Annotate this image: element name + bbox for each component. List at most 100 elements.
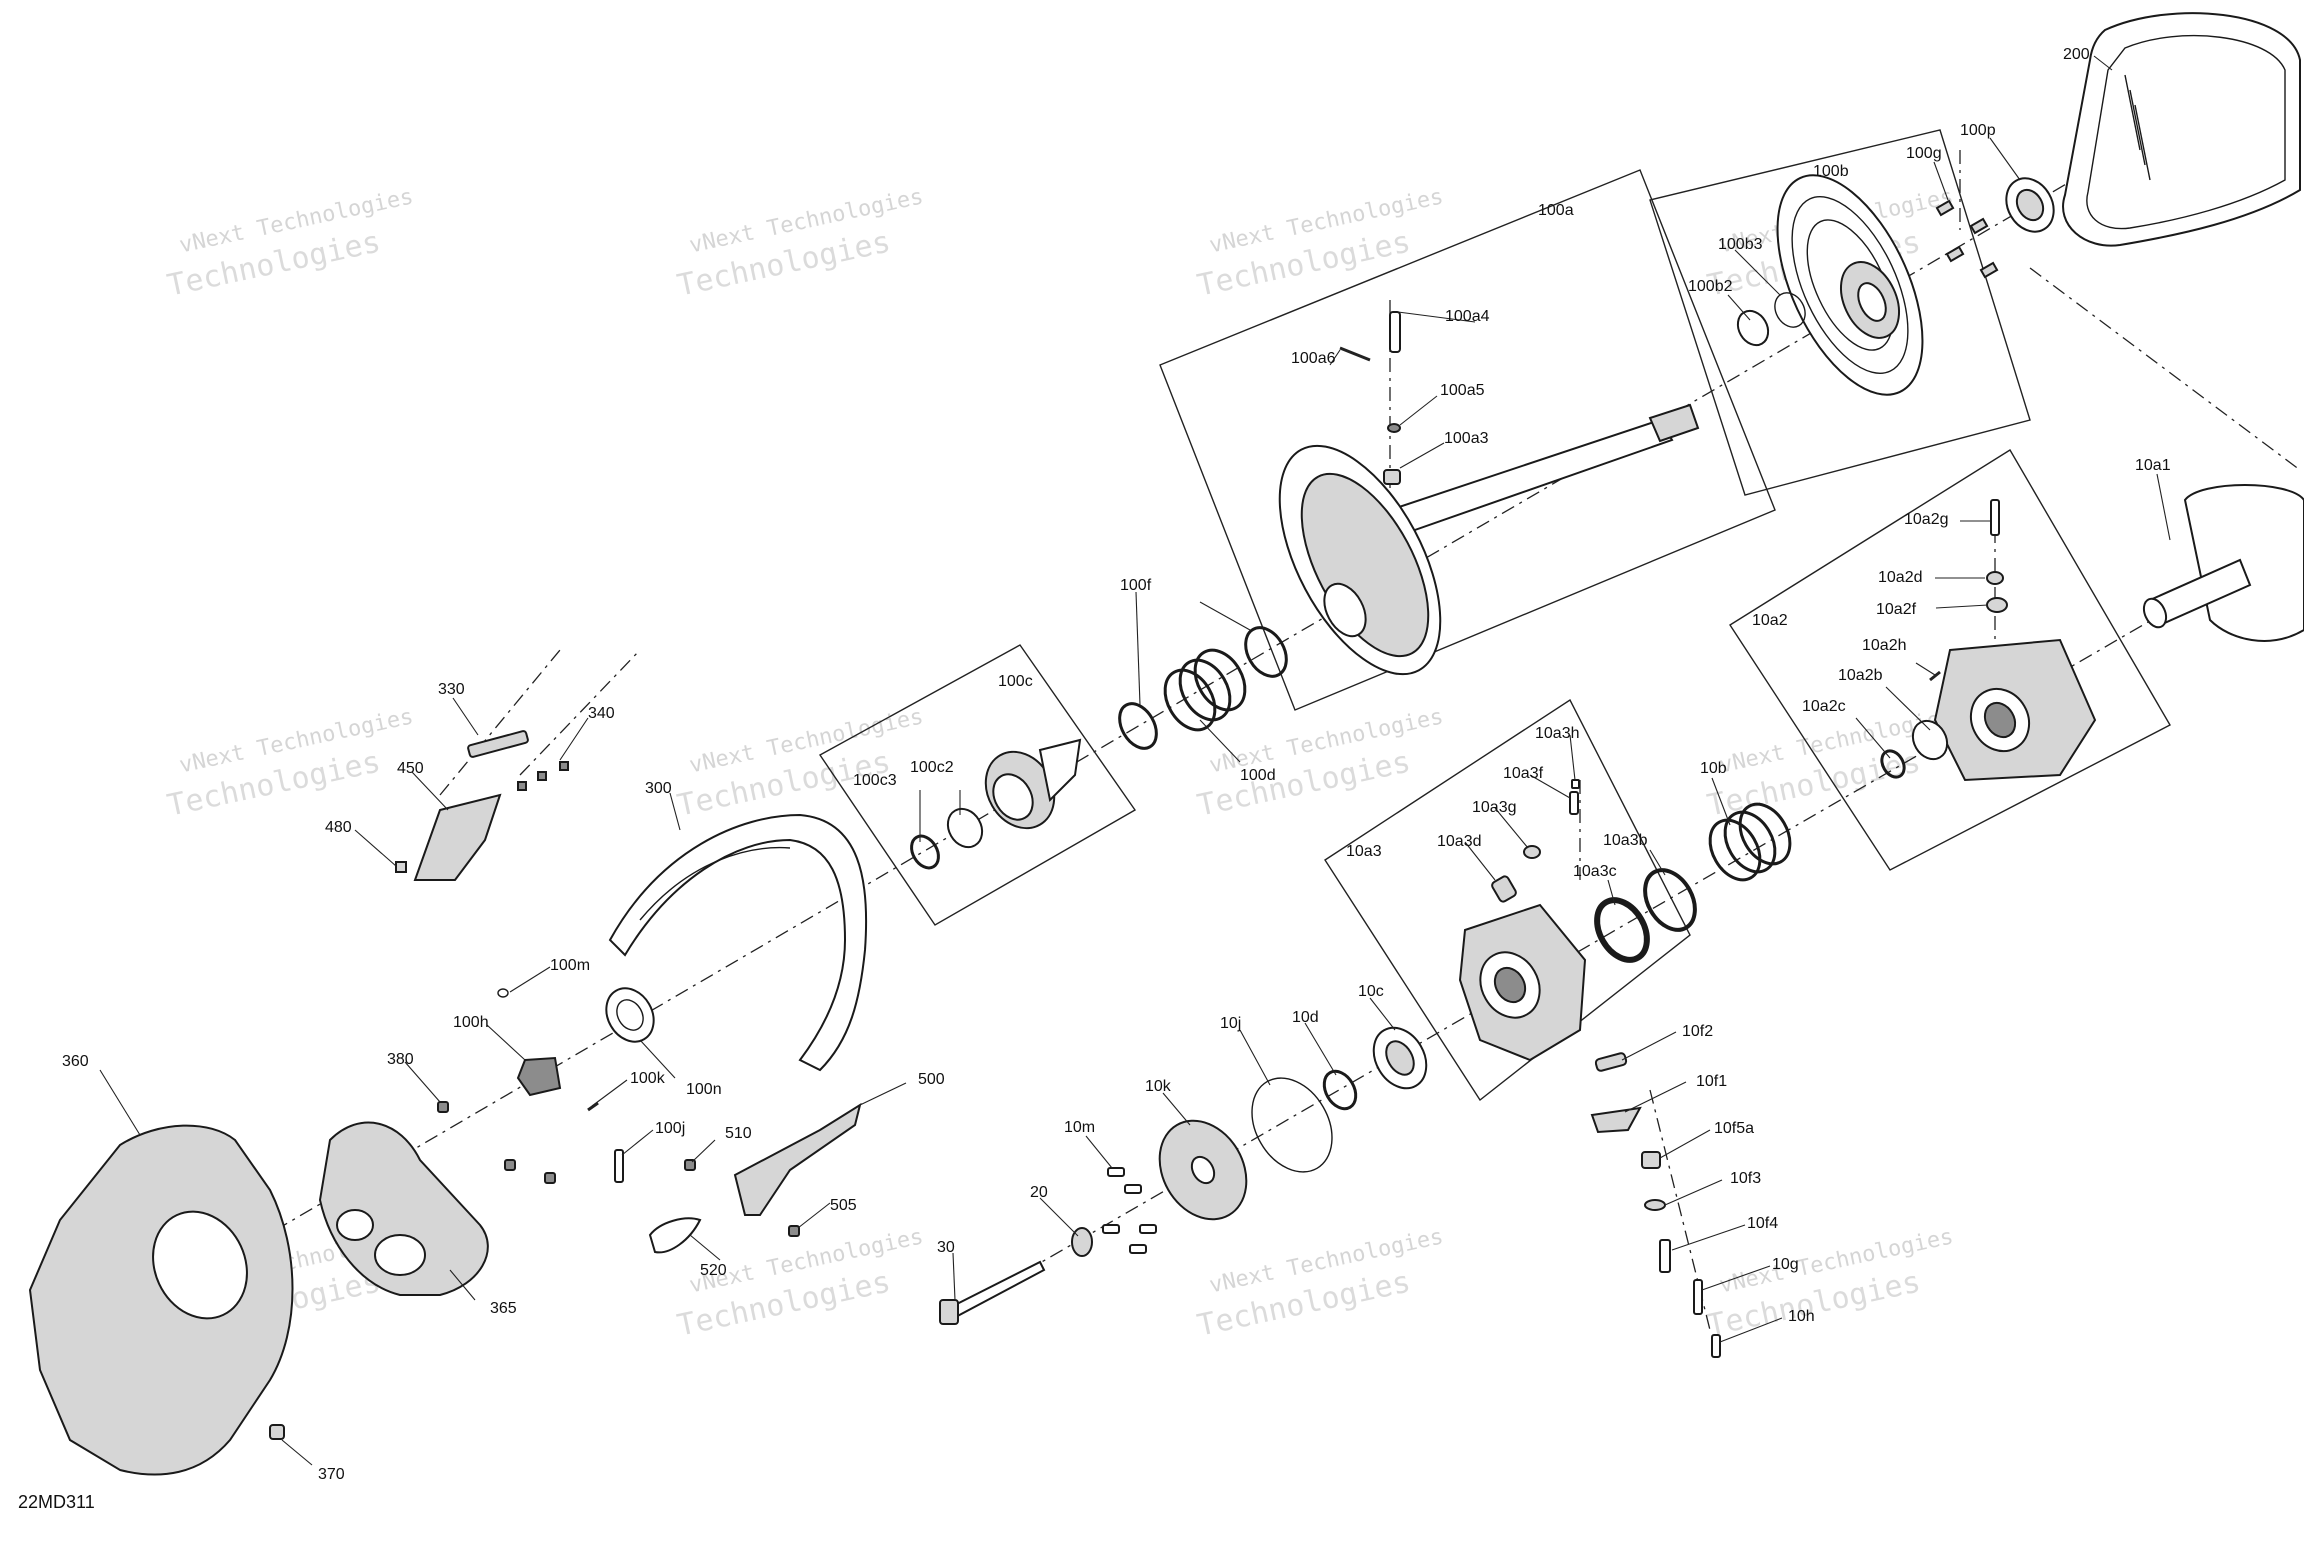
label-340: 340 bbox=[588, 705, 615, 722]
label-30: 30 bbox=[937, 1239, 955, 1256]
label-10a2h: 10a2h bbox=[1862, 637, 1907, 654]
seal-10c bbox=[1372, 1026, 1428, 1090]
screw-100a4 bbox=[1389, 311, 1401, 353]
label-10f1: 10f1 bbox=[1696, 1073, 1727, 1090]
bracket-500 bbox=[733, 1102, 862, 1216]
label-10g: 10g bbox=[1772, 1256, 1799, 1273]
label-10m: 10m bbox=[1064, 1119, 1095, 1136]
bushing-100c2 bbox=[946, 807, 984, 849]
label-100a3: 100a3 bbox=[1444, 430, 1489, 447]
label-10j: 10j bbox=[1220, 1015, 1241, 1032]
diagram-code: 22MD311 bbox=[18, 1492, 95, 1512]
label-450: 450 bbox=[397, 760, 424, 777]
ring-10d bbox=[1322, 1069, 1358, 1111]
pin-100k bbox=[587, 1101, 599, 1112]
label-10a3: 10a3 bbox=[1346, 843, 1382, 860]
label-10h: 10h bbox=[1788, 1308, 1815, 1325]
label-100j: 100j bbox=[655, 1120, 685, 1137]
label-100d: 100d bbox=[1240, 767, 1276, 784]
group-box-100b bbox=[1649, 129, 2031, 496]
label-100a5: 100a5 bbox=[1440, 382, 1485, 399]
ring-100c3 bbox=[910, 834, 940, 870]
pin-10g bbox=[1693, 1279, 1703, 1315]
screws-housing bbox=[504, 1159, 556, 1184]
nut-505 bbox=[788, 1225, 800, 1237]
label-10b: 10b bbox=[1700, 760, 1727, 777]
spring-10a3f bbox=[1569, 791, 1579, 815]
label-10a2: 10a2 bbox=[1752, 612, 1788, 629]
cam-100c bbox=[984, 738, 1082, 830]
label-10a3d: 10a3d bbox=[1437, 833, 1482, 850]
arm-10f1 bbox=[1590, 1106, 1642, 1134]
bracket-450 bbox=[413, 793, 502, 881]
drive-belt bbox=[2062, 12, 2301, 247]
belt-transfer-line bbox=[2029, 267, 2301, 471]
label-100b3: 100b3 bbox=[1718, 236, 1763, 253]
label-100f: 100f bbox=[1120, 577, 1152, 594]
group-boxes bbox=[818, 129, 2171, 1102]
label-10a3h: 10a3h bbox=[1535, 725, 1580, 742]
label-100c3: 100c3 bbox=[853, 772, 897, 789]
label-10k: 10k bbox=[1145, 1078, 1172, 1095]
label-10a2b: 10a2b bbox=[1838, 667, 1883, 684]
gasket-10j bbox=[1251, 1077, 1333, 1173]
washer-10f3 bbox=[1644, 1199, 1666, 1211]
label-100m: 100m bbox=[550, 957, 590, 974]
label-100b2: 100b2 bbox=[1688, 278, 1733, 295]
screw-10a3h bbox=[1571, 779, 1580, 789]
label-380: 380 bbox=[387, 1051, 414, 1068]
washer-20 bbox=[1071, 1227, 1093, 1257]
label-10f4: 10f4 bbox=[1747, 1215, 1778, 1232]
bolt-30 bbox=[939, 1260, 1046, 1325]
spring-100d bbox=[1163, 648, 1247, 732]
label-10a2c: 10a2c bbox=[1802, 698, 1846, 715]
label-10f3: 10f3 bbox=[1730, 1170, 1761, 1187]
label-510: 510 bbox=[725, 1125, 752, 1142]
label-360: 360 bbox=[62, 1053, 89, 1070]
group-box-10a3 bbox=[1324, 698, 1691, 1102]
ring-10a2c bbox=[1880, 749, 1906, 779]
label-10a3b: 10a3b bbox=[1603, 832, 1648, 849]
ring-100m bbox=[497, 988, 509, 998]
arm-10f2 bbox=[1594, 1052, 1628, 1072]
bracket-axis-2 bbox=[519, 649, 641, 776]
label-10c: 10c bbox=[1358, 983, 1384, 1000]
spring-10b bbox=[1708, 802, 1792, 882]
leader-lines bbox=[99, 55, 2171, 1466]
shaft-100a bbox=[1278, 403, 1700, 676]
label-10f5a: 10f5a bbox=[1714, 1120, 1754, 1137]
washer-10a3g bbox=[1523, 845, 1541, 859]
label-100c2: 100c2 bbox=[910, 759, 954, 776]
cover-365 bbox=[318, 1121, 489, 1296]
label-100a: 100a bbox=[1538, 202, 1574, 219]
group-box-100c bbox=[818, 644, 1137, 926]
label-100a6: 100a6 bbox=[1291, 350, 1336, 367]
label-10f2: 10f2 bbox=[1682, 1023, 1713, 1040]
label-100c: 100c bbox=[998, 673, 1033, 690]
clip-520 bbox=[648, 1217, 702, 1254]
screw-510 bbox=[684, 1159, 696, 1171]
label-200: 200 bbox=[2063, 46, 2090, 63]
label-10a1: 10a1 bbox=[2135, 457, 2171, 474]
label-20: 20 bbox=[1030, 1184, 1048, 1201]
lower-assembly-axis bbox=[949, 539, 2291, 1316]
label-100g: 100g bbox=[1906, 145, 1942, 162]
label-520: 520 bbox=[700, 1262, 727, 1279]
cover-10k bbox=[1158, 1119, 1248, 1221]
ring-100b3 bbox=[1774, 292, 1806, 328]
bearing-100p bbox=[2005, 177, 2055, 233]
bearing-10a3c bbox=[1594, 897, 1650, 963]
screw-380 bbox=[437, 1101, 449, 1113]
pin-10a2h bbox=[1929, 670, 1941, 682]
bushing-10a2b bbox=[1911, 719, 1949, 761]
label-10a2f: 10a2f bbox=[1876, 601, 1917, 618]
ring-100f bbox=[1244, 626, 1288, 678]
label-370: 370 bbox=[318, 1466, 345, 1483]
bracket-330 bbox=[467, 730, 529, 758]
label-10d: 10d bbox=[1292, 1009, 1319, 1026]
pin-100a6 bbox=[1339, 346, 1371, 362]
label-480: 480 bbox=[325, 819, 352, 836]
governor-cup-10a3 bbox=[1458, 903, 1587, 1062]
